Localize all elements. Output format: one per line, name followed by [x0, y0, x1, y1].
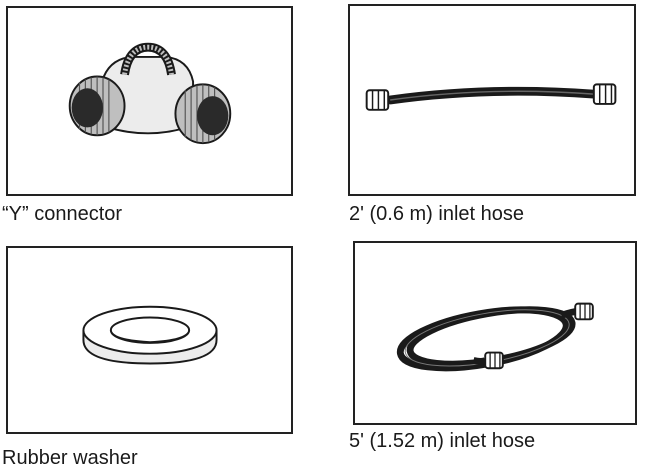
long-hose-icon — [396, 302, 594, 372]
y-connector-icon — [68, 42, 232, 145]
short-inlet-hose-panel — [348, 4, 636, 196]
short-hose-icon — [365, 83, 617, 111]
y-connector-panel — [6, 6, 293, 196]
long-hose-caption: 5' (1.52 m) inlet hose — [349, 430, 536, 452]
rubber-washer-icon — [82, 305, 218, 365]
short-hose-caption: 2' (0.6 m) inlet hose — [349, 203, 525, 225]
rubber-washer-caption: Rubber washer — [2, 447, 138, 469]
y-connector-caption: “Y” connector — [2, 203, 123, 225]
long-inlet-hose-panel — [353, 241, 637, 425]
rubber-washer-panel — [6, 246, 293, 434]
